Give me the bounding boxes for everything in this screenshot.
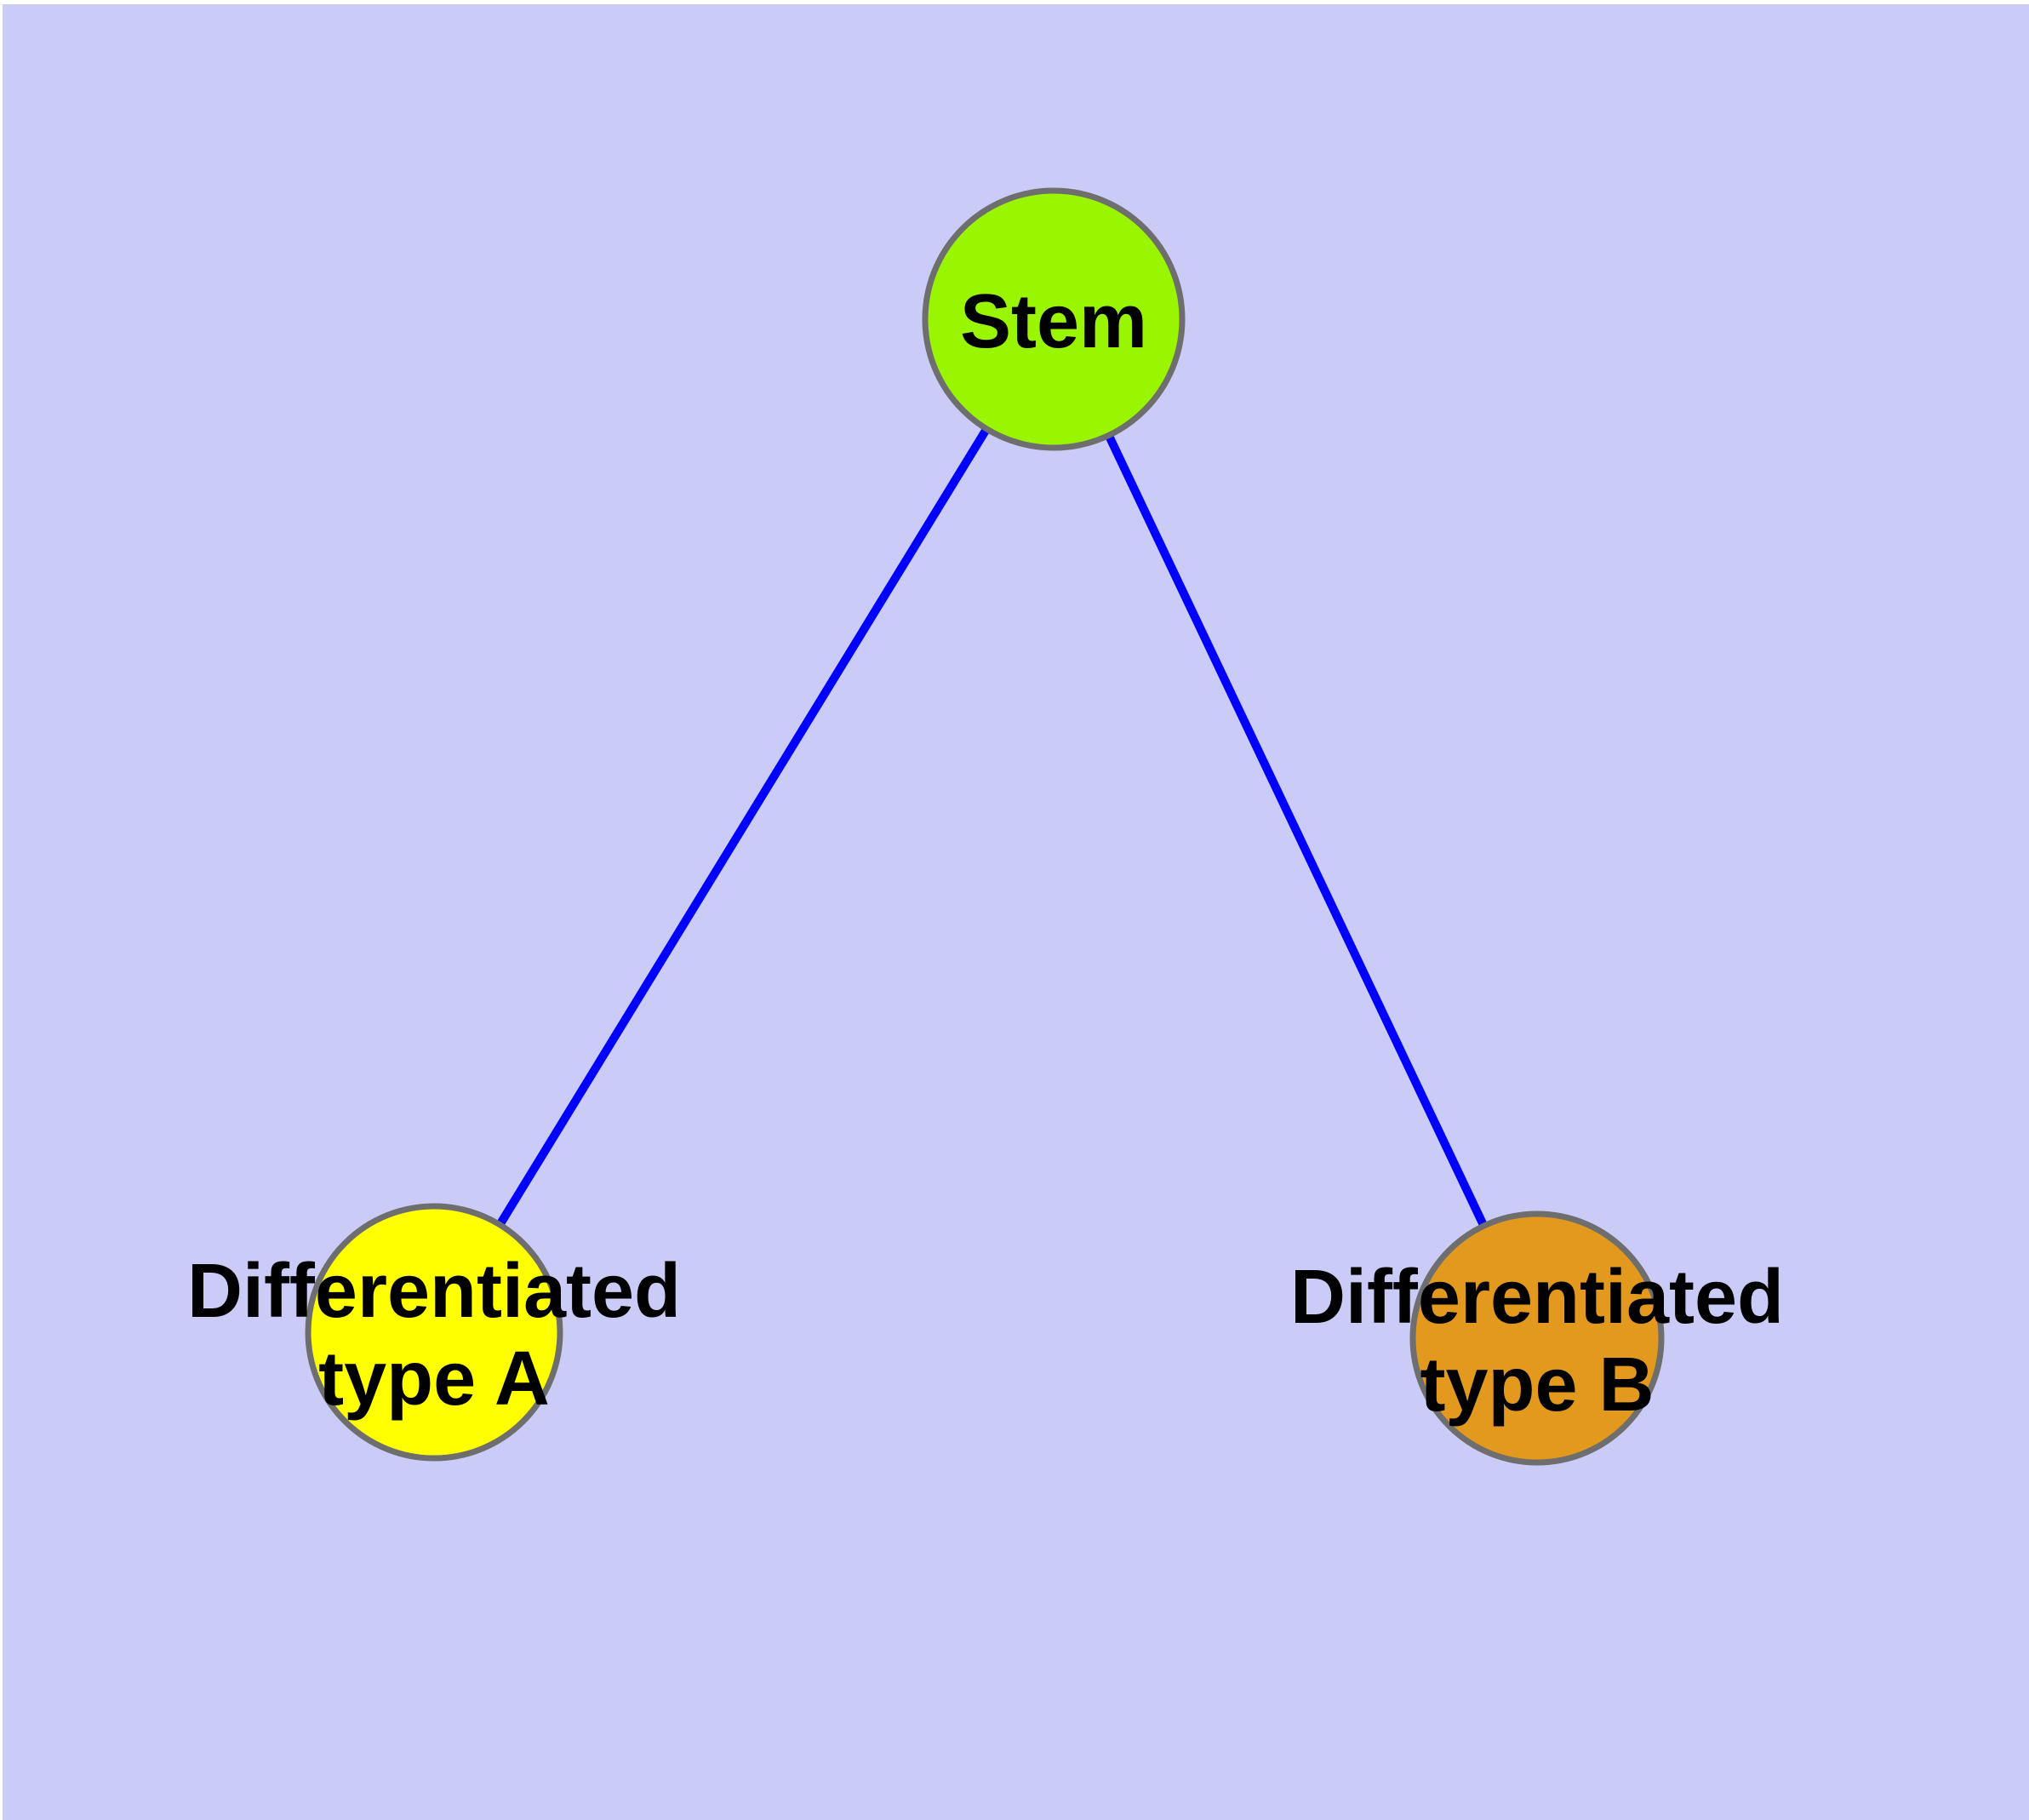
node-type-b-label-line2: type B (1420, 1342, 1654, 1428)
node-type-a-label-line1: Differentiated (187, 1249, 681, 1334)
node-differentiated-type-b[interactable] (1409, 1210, 1665, 1466)
node-differentiated-type-a[interactable] (305, 1203, 563, 1462)
node-type-b-label-line1: Differentiated (1290, 1255, 1784, 1340)
node-stem-label: Stem (960, 279, 1147, 364)
edge-stem-to-type-b[interactable] (1049, 317, 1541, 1341)
node-stem[interactable] (922, 187, 1186, 451)
node-type-a-label-line2: type A (318, 1336, 550, 1422)
edge-stem-to-type-a[interactable] (430, 317, 1058, 1335)
